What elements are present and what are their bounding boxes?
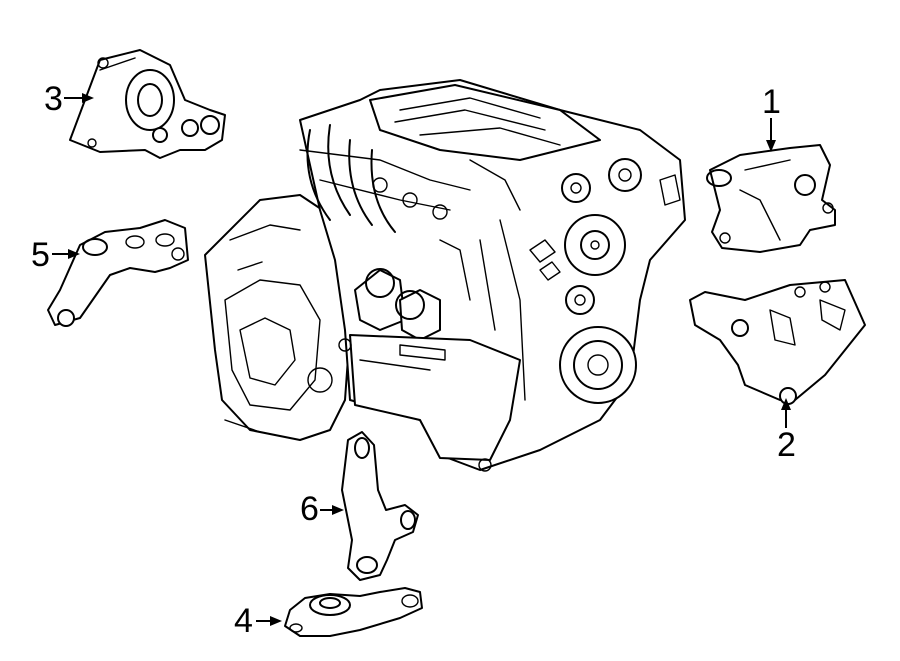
part-1-mount [706, 144, 836, 253]
svg-text:3: 3 [44, 80, 63, 118]
callout-6: 6 [300, 490, 344, 528]
svg-text:5: 5 [31, 236, 50, 274]
svg-text:6: 6 [300, 490, 319, 528]
part-3-mount [69, 49, 226, 159]
part-6-bracket [341, 431, 419, 581]
engine-assembly [204, 79, 686, 472]
part-2-bracket [689, 279, 866, 405]
svg-text:1: 1 [762, 83, 781, 121]
callout-2: 2 [777, 398, 796, 464]
svg-text:2: 2 [777, 426, 796, 464]
callout-5: 5 [31, 236, 80, 274]
svg-text:4: 4 [234, 602, 253, 640]
part-5-bracket [47, 219, 189, 327]
callout-3: 3 [44, 80, 94, 118]
callout-1: 1 [762, 83, 781, 152]
part-4-mount [284, 587, 423, 637]
callout-4: 4 [234, 602, 282, 640]
